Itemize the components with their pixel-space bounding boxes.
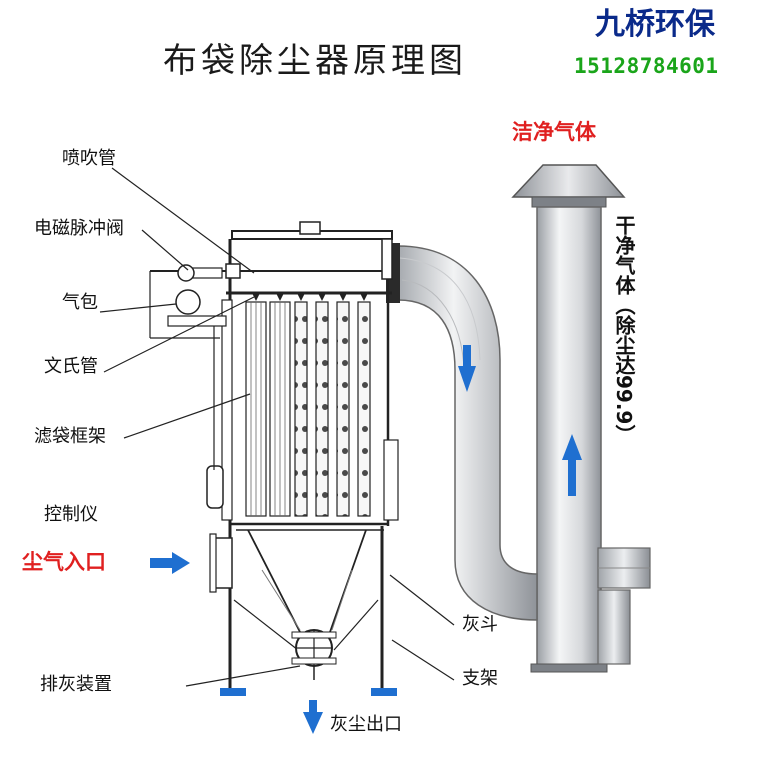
brand-phone: 15128784601: [574, 54, 719, 78]
label-dust-outlet: 灰尘出口: [330, 714, 402, 735]
outlet-duct: [386, 243, 538, 621]
label-controller: 控制仪: [44, 504, 98, 525]
label-spray-pipe: 喷吹管: [62, 148, 116, 169]
arrow-down-icon: [458, 345, 476, 392]
chimney: [511, 164, 626, 673]
arrow-right-icon: [150, 552, 190, 574]
filter-bags: [245, 293, 371, 517]
label-dust-inlet: 尘气入口: [22, 550, 106, 574]
arrow-down-icon: [303, 700, 323, 734]
label-bag-frame: 滤袋框架: [34, 426, 106, 447]
label-clean-gas: 洁净气体: [512, 120, 596, 144]
vertical-text-efficiency: （除尘达99.9）: [612, 295, 636, 445]
label-ash-discharge: 排灰装置: [40, 674, 112, 695]
label-venturi: 文氏管: [44, 356, 98, 377]
leader-lines: [99, 167, 455, 687]
brand-name: 九桥环保: [595, 7, 715, 42]
fan-box: [597, 547, 651, 665]
label-support: 支架: [462, 668, 498, 689]
label-clean-gas-vertical: 干净气体（除尘达99.9）: [612, 215, 636, 445]
arrow-up-icon: [562, 434, 582, 496]
pulse-system: [149, 263, 382, 470]
label-air-bag: 气包: [62, 292, 98, 313]
label-pulse-valve: 电磁脉冲阀: [34, 218, 124, 239]
page-title: 布袋除尘器原理图: [163, 41, 467, 81]
label-ash-hopper: 灰斗: [462, 614, 498, 635]
ash-discharge-device: [291, 629, 337, 680]
vertical-text-main: 干净气体: [612, 215, 636, 295]
